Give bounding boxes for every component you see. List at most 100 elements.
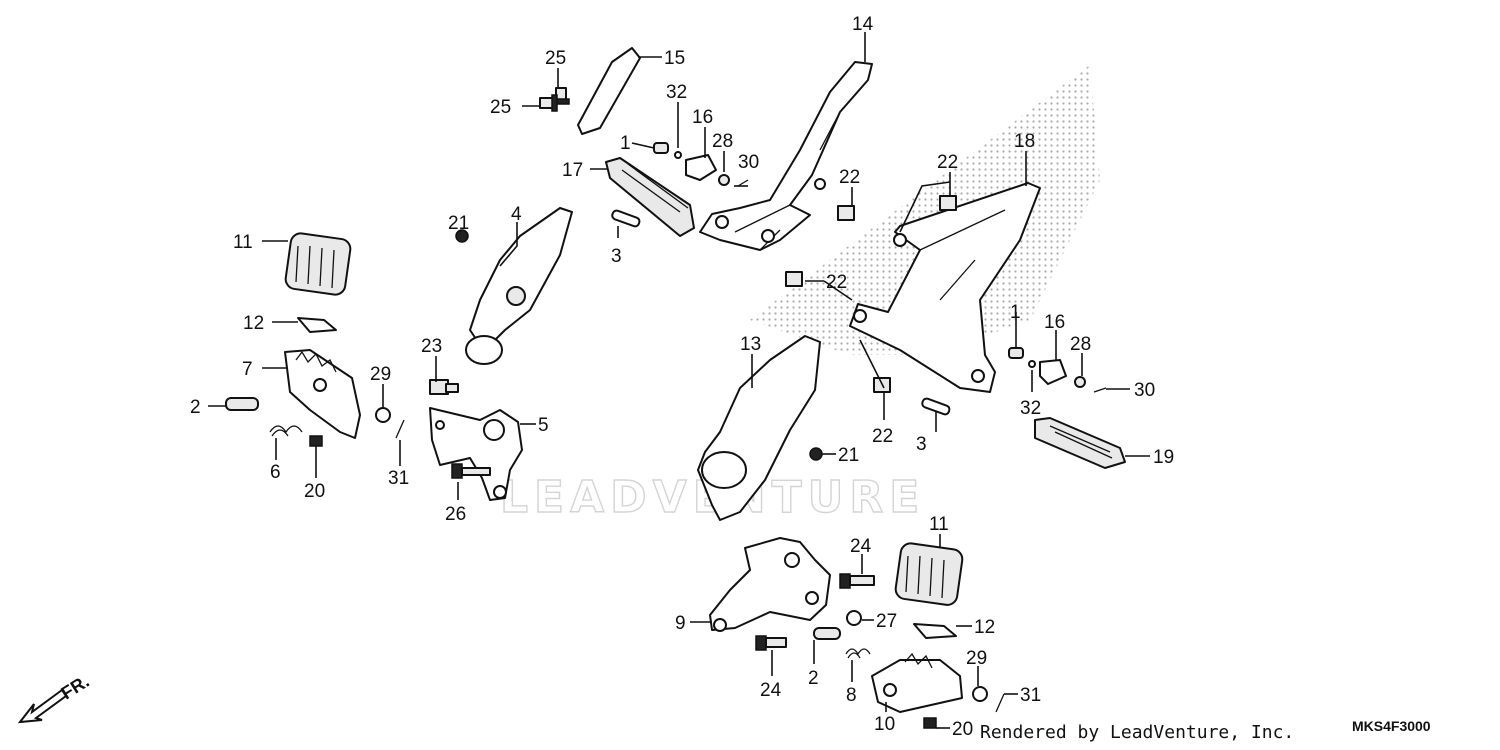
callout-31: 31	[388, 468, 409, 489]
pivot-pin-right	[813, 627, 841, 640]
callout-26: 26	[445, 504, 466, 525]
pivot-pin-left	[225, 397, 259, 411]
callout-20: 20	[952, 719, 973, 740]
washer-32-right	[1028, 360, 1036, 368]
callout-8: 8	[846, 685, 857, 706]
spring-1-right	[1008, 347, 1024, 359]
callout-4: 4	[511, 204, 522, 225]
screw-25-lower	[539, 94, 558, 112]
bolt-23	[429, 379, 459, 395]
bolt-20-right	[923, 717, 937, 729]
callout-16: 16	[1044, 312, 1065, 333]
callout-3: 3	[611, 246, 622, 267]
callout-labels: 14 15 25 25 32 16 1 28 30 17 22 22 18 3 …	[190, 14, 1174, 740]
bolt-26	[451, 463, 491, 479]
cotter-pin-31-right	[995, 693, 1005, 713]
pin-3-left	[611, 209, 641, 228]
bolt-22-b	[939, 195, 957, 211]
callout-29: 29	[370, 364, 391, 385]
pin-3-right	[921, 397, 951, 416]
callout-31: 31	[1020, 685, 1041, 706]
bolt-21-right	[809, 447, 823, 461]
washer-32-left	[674, 151, 682, 159]
spring-left	[269, 425, 303, 437]
frame-shading	[750, 65, 1100, 355]
detent-plate-16-right	[1039, 359, 1067, 385]
step-bracket-right	[849, 182, 1041, 393]
rider-step-left	[284, 349, 361, 439]
bolt-24-upper	[839, 573, 875, 589]
callout-2: 2	[808, 668, 819, 689]
callout-3: 3	[916, 434, 927, 455]
callout-16: 16	[692, 107, 713, 128]
callout-25: 25	[490, 97, 511, 118]
callout-22: 22	[872, 426, 893, 447]
callout-21: 21	[448, 213, 469, 234]
plate-right	[913, 623, 957, 639]
callout-5: 5	[538, 415, 549, 436]
callout-12: 12	[243, 313, 264, 334]
render-credit: Rendered by LeadVenture, Inc.	[980, 722, 1294, 743]
plate-left	[297, 317, 337, 333]
callout-30: 30	[1134, 380, 1155, 401]
callout-9: 9	[675, 613, 686, 634]
washer-29-right	[972, 686, 988, 702]
footpeg-rubber-right	[894, 542, 964, 606]
cotter-30-right	[1093, 387, 1107, 393]
callout-21: 21	[838, 445, 859, 466]
washer-28-left	[718, 174, 730, 186]
callout-12: 12	[974, 617, 995, 638]
callout-24: 24	[850, 536, 872, 557]
callout-13: 13	[740, 334, 761, 355]
callout-10: 10	[874, 714, 895, 735]
callout-22: 22	[839, 167, 860, 188]
callout-11: 11	[929, 514, 949, 535]
detent-plate-16-left	[685, 154, 717, 181]
callout-32: 32	[1020, 398, 1041, 419]
cotter-pin-31-left	[395, 419, 405, 439]
callout-29: 29	[966, 648, 987, 669]
callout-19: 19	[1153, 447, 1174, 468]
callout-27: 27	[876, 611, 897, 632]
callout-6: 6	[270, 462, 281, 483]
front-direction-arrow: FR.	[17, 671, 93, 724]
callout-23: 23	[421, 336, 442, 357]
callout-2: 2	[190, 397, 201, 418]
spring-1-left	[653, 142, 669, 154]
callout-11: 11	[233, 232, 253, 253]
leader-lines	[208, 32, 1150, 729]
callout-15: 15	[664, 48, 685, 69]
bolt-22-c	[785, 271, 803, 287]
bolt-27	[846, 610, 862, 626]
callout-14: 14	[852, 14, 874, 35]
callout-22: 22	[826, 272, 847, 293]
washer-29-left	[375, 407, 391, 423]
bracket-right	[709, 537, 831, 631]
callout-18: 18	[1014, 131, 1035, 152]
callout-24: 24	[760, 680, 782, 701]
callout-1: 1	[1010, 302, 1021, 323]
diagram-code: MKS4F3000	[1352, 718, 1431, 734]
callout-28: 28	[712, 131, 733, 152]
callout-7: 7	[242, 359, 253, 380]
washer-28-right	[1074, 376, 1086, 388]
heel-guard-left	[469, 207, 573, 346]
bolt-22-a	[837, 205, 855, 221]
callout-28: 28	[1070, 334, 1091, 355]
callout-1: 1	[620, 133, 631, 154]
bolt-20-left	[309, 435, 323, 447]
spring-right	[845, 648, 871, 659]
callout-20: 20	[304, 481, 325, 502]
callout-32: 32	[666, 82, 687, 103]
bolt-24-lower	[755, 635, 787, 651]
callout-22: 22	[937, 152, 958, 173]
footpeg-left	[605, 157, 695, 237]
footpeg-rubber-left	[284, 232, 352, 296]
callout-25: 25	[545, 48, 566, 69]
callout-17: 17	[562, 160, 583, 181]
callout-30: 30	[738, 152, 759, 173]
cotter-30-left	[737, 179, 749, 187]
heel-guard-plate	[577, 47, 641, 135]
